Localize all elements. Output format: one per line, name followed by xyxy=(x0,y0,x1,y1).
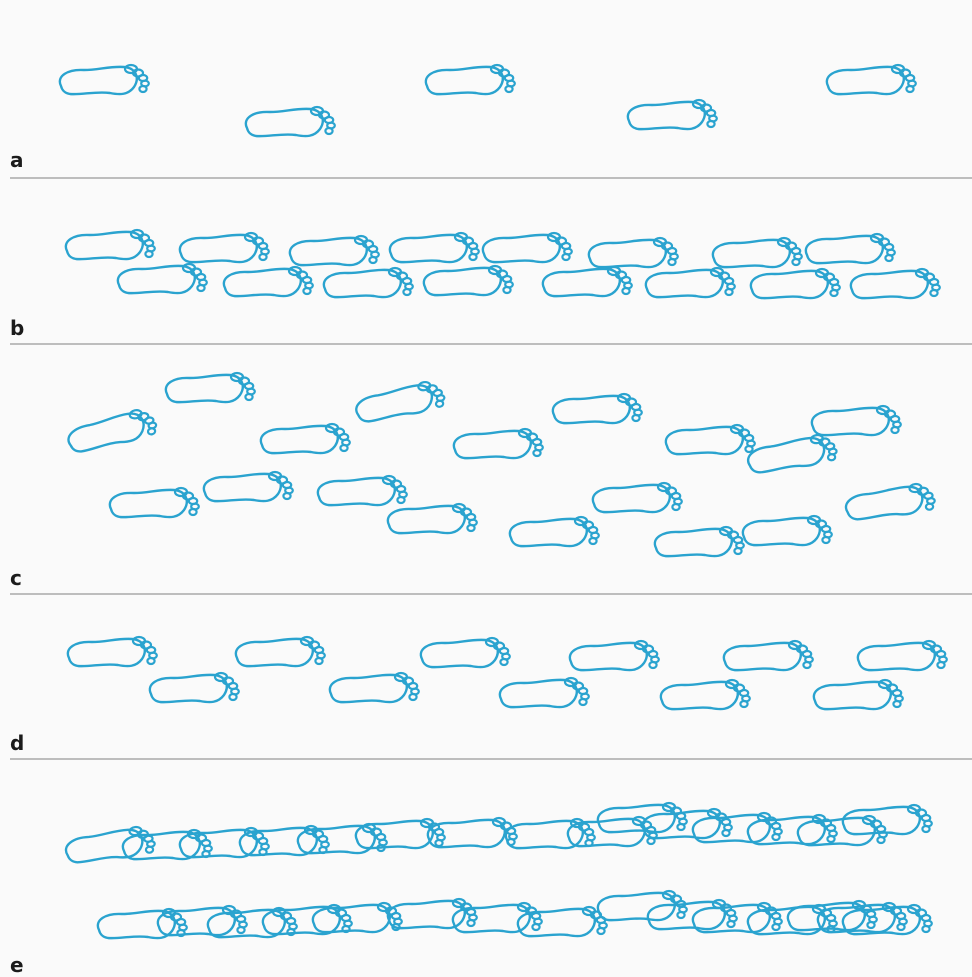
footprint xyxy=(180,233,269,262)
footprint xyxy=(500,678,589,707)
footprint xyxy=(150,673,239,702)
footprint xyxy=(428,818,517,847)
footprint xyxy=(166,373,255,402)
footprint xyxy=(553,394,642,423)
footprint xyxy=(118,264,207,293)
footprint xyxy=(318,476,407,505)
footprint xyxy=(570,641,659,670)
footprint xyxy=(543,267,632,296)
footprint xyxy=(746,433,838,474)
footprint-group xyxy=(60,65,916,136)
footprint xyxy=(483,233,572,262)
panel-label: c xyxy=(10,568,22,588)
footprint xyxy=(110,488,199,517)
panel-divider xyxy=(10,593,972,595)
footprint xyxy=(655,527,744,556)
panel-divider xyxy=(10,343,972,345)
footprint xyxy=(518,907,607,936)
footprint xyxy=(812,406,901,435)
panel-label: b xyxy=(10,318,24,338)
footprint xyxy=(263,905,352,934)
footprint xyxy=(224,267,313,296)
footprint xyxy=(421,638,510,667)
footprint xyxy=(290,236,379,265)
footprint xyxy=(330,673,419,702)
footprint xyxy=(236,637,325,666)
panel-label: e xyxy=(10,955,24,975)
footprint xyxy=(806,234,895,263)
footprint xyxy=(510,517,599,546)
footprint xyxy=(261,424,350,453)
footprint xyxy=(743,516,832,545)
footprint xyxy=(851,269,940,298)
footprint-group xyxy=(98,891,932,938)
footprint xyxy=(453,903,542,932)
footprint xyxy=(426,65,515,94)
footprint xyxy=(666,425,755,454)
panel-divider xyxy=(10,177,972,179)
panel-divider xyxy=(10,758,972,760)
footprint xyxy=(827,65,916,94)
footprint xyxy=(648,900,737,929)
panel-label: a xyxy=(10,150,24,170)
footprint-group xyxy=(66,230,940,298)
footprint xyxy=(388,504,477,533)
footprint xyxy=(661,680,750,709)
footprint-group xyxy=(68,637,947,709)
footprint xyxy=(324,268,413,297)
footprint xyxy=(66,230,155,259)
footprint xyxy=(390,233,479,262)
footprint xyxy=(424,266,513,295)
footprint xyxy=(246,107,335,136)
footprint xyxy=(354,379,447,423)
panel-label: d xyxy=(10,733,24,753)
footprint xyxy=(713,238,802,267)
footprint xyxy=(724,641,813,670)
footprint xyxy=(60,65,149,94)
footprint xyxy=(593,483,682,512)
footprint-group xyxy=(65,373,936,556)
footprint xyxy=(65,407,158,454)
footprint xyxy=(843,805,932,834)
footprint xyxy=(646,268,735,297)
footprint xyxy=(844,482,936,520)
footprint-group xyxy=(64,803,931,864)
footprint xyxy=(98,909,187,938)
footprint xyxy=(68,637,157,666)
footprint xyxy=(751,269,840,298)
footprint xyxy=(454,429,543,458)
footprint xyxy=(204,472,293,501)
footprint xyxy=(858,641,947,670)
footprint xyxy=(589,238,678,267)
footprint xyxy=(628,100,717,129)
footprint xyxy=(814,680,903,709)
